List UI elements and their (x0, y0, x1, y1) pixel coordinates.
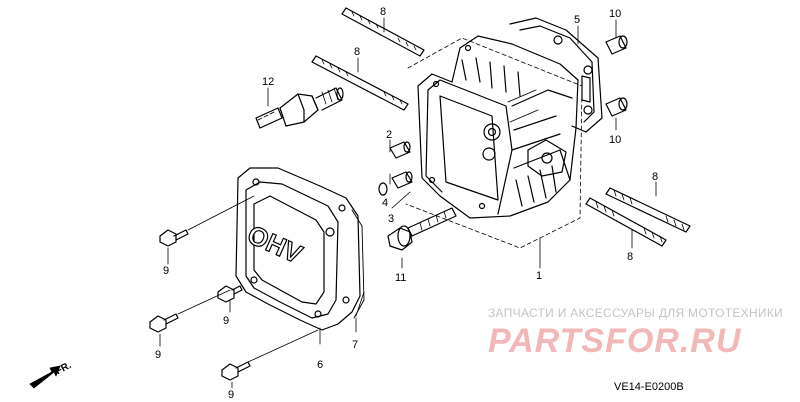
callout-2: 2 (386, 129, 392, 141)
front-label: FR. (54, 360, 74, 377)
callout-8-right-upper: 8 (652, 171, 658, 183)
callout-8-top: 8 (380, 6, 386, 18)
callout-3: 3 (388, 213, 394, 225)
callout-7: 7 (352, 339, 358, 351)
callout-8-middle: 8 (354, 46, 360, 58)
callout-8-right-lower: 8 (627, 251, 633, 263)
flange-bolt-11 (387, 207, 457, 251)
watermark-subtitle: ЗАПЧАСТИ И АКСЕССУАРЫ ДЛЯ МОТОТЕХНИКИ (488, 306, 784, 320)
cover-bolt-left (149, 313, 179, 333)
dowel-pin-lower (605, 97, 628, 117)
callout-9-middle: 9 (223, 315, 229, 327)
stud-right-lower (585, 197, 667, 247)
cover-ohv-text: OHV (243, 219, 307, 270)
spark-plug (255, 87, 344, 129)
callout-10-bottom: 10 (609, 134, 621, 146)
callout-10-top: 10 (609, 8, 621, 20)
callout-9-left: 9 (155, 349, 161, 361)
leader-lines (159, 17, 657, 389)
diagram-code: VE14-E0200B (614, 381, 684, 393)
cover-bolt-middle (217, 285, 243, 303)
callout-11: 11 (395, 272, 406, 284)
stud-middle (311, 55, 409, 111)
callout-1: 1 (536, 270, 542, 282)
cover-gasket (351, 209, 365, 319)
cylinder-head (417, 35, 579, 219)
assembly-outline (405, 37, 583, 249)
pin-part-2 (389, 141, 411, 159)
head-gasket (509, 17, 603, 133)
callout-4: 4 (382, 197, 388, 209)
head-cover (235, 167, 361, 331)
callout-12: 12 (262, 76, 274, 88)
cover-bolt-bottom (221, 361, 251, 381)
callout-9-upper: 9 (163, 265, 169, 277)
stud-right-upper (605, 187, 691, 233)
callout-5: 5 (574, 14, 580, 26)
cover-bolt-upper (159, 229, 189, 247)
callout-numbers: 8 8 12 5 10 10 2 4 3 8 8 1 11 9 9 9 9 6 … (155, 6, 658, 401)
front-direction-arrow (29, 365, 61, 389)
callout-9-bottom: 9 (228, 389, 234, 401)
pin-with-oring-part-4 (378, 171, 413, 196)
callout-6: 6 (317, 359, 323, 371)
watermark-logo: PARTSFOR.RU (488, 322, 742, 360)
dowel-pin-upper (605, 35, 628, 55)
stud-top (341, 7, 425, 57)
